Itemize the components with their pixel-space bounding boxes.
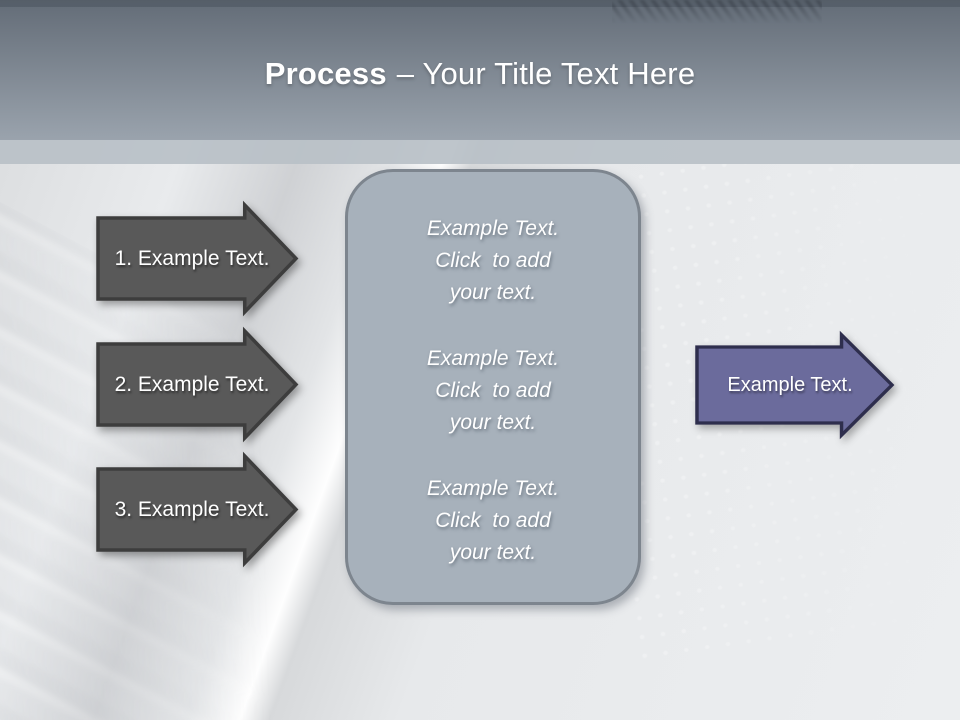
right-arrow-shape-icon bbox=[96, 200, 299, 317]
center-text-panel[interactable]: Example Text. Click to add your text. Ex… bbox=[345, 169, 641, 605]
step-2-label: 2. Example Text. bbox=[114, 372, 270, 396]
slide-title-remainder: – Your Title Text Here bbox=[396, 56, 696, 91]
step-1-label: 1. Example Text. bbox=[114, 246, 270, 270]
header-hatch-texture bbox=[612, 0, 822, 24]
slide-header: Process – Your Title Text Here bbox=[0, 0, 960, 140]
right-arrow-shape-icon bbox=[96, 326, 299, 443]
slide-title[interactable]: Process – Your Title Text Here bbox=[0, 55, 960, 93]
step-arrow-2[interactable]: 2. Example Text. bbox=[96, 326, 299, 443]
panel-text-block-3: Example Text. Click to add your text. bbox=[426, 477, 560, 564]
panel-text-block-1: Example Text. Click to add your text. bbox=[426, 217, 560, 304]
right-arrow-shape-icon bbox=[695, 330, 895, 440]
step-3-label: 3. Example Text. bbox=[114, 497, 270, 521]
slide-title-emphasis: Process bbox=[264, 56, 387, 91]
result-arrow[interactable]: Example Text. bbox=[695, 330, 895, 440]
result-arrow-label: Example Text. bbox=[727, 373, 853, 396]
step-arrow-3[interactable]: 3. Example Text. bbox=[96, 451, 299, 568]
header-accent-band bbox=[0, 140, 960, 164]
panel-text-block-2: Example Text. Click to add your text. bbox=[426, 347, 560, 434]
right-arrow-shape-icon bbox=[96, 451, 299, 568]
step-arrow-1[interactable]: 1. Example Text. bbox=[96, 200, 299, 317]
